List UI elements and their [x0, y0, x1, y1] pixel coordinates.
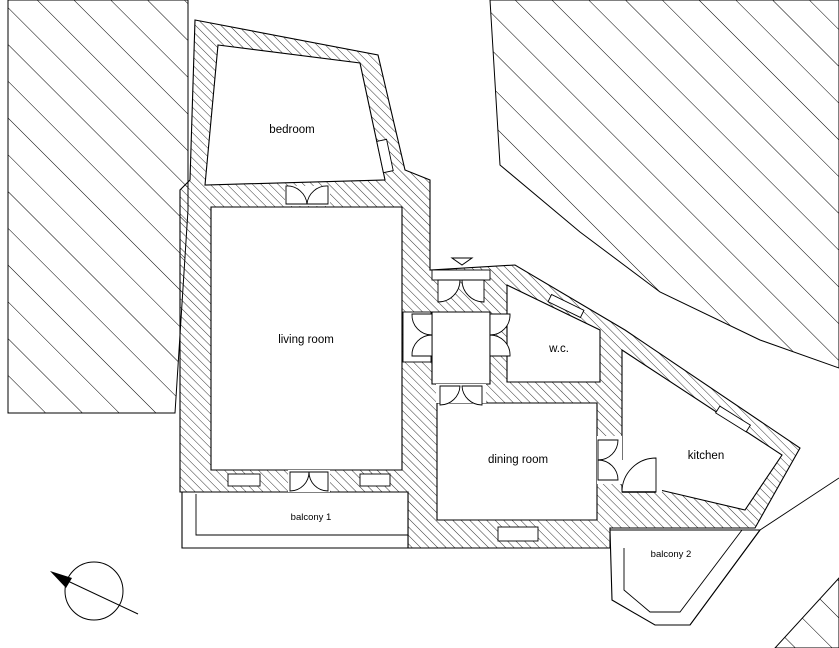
- window-living-2: [359, 473, 391, 487]
- label-dining-room: dining room: [488, 454, 548, 466]
- north-arrow-icon: [50, 561, 139, 621]
- room-dining-room: [436, 402, 598, 521]
- door-dining-kitchen: [597, 436, 622, 484]
- room-hall: [431, 311, 491, 385]
- window-bedroom: [376, 138, 394, 174]
- entrance-triangle-icon: [450, 257, 474, 266]
- door-bedroom: [285, 185, 330, 206]
- door-dining: [436, 384, 486, 406]
- window-kitchen: [714, 405, 752, 433]
- window-wc: [547, 293, 585, 319]
- door-entrance: [437, 279, 485, 303]
- label-living-room: living room: [278, 334, 334, 346]
- door-wc: [489, 313, 511, 357]
- door-kitchen-balcony: [621, 457, 662, 493]
- label-bedroom: bedroom: [269, 124, 314, 136]
- label-kitchen: kitchen: [688, 450, 724, 462]
- door-living-hall: [411, 313, 433, 357]
- label-balcony-2: balcony 2: [651, 549, 692, 560]
- label-balcony-1: balcony 1: [291, 512, 332, 523]
- door-balcony-1: [288, 470, 330, 492]
- neighbour-building-west: [7, 0, 189, 414]
- room-living-room: [210, 206, 403, 471]
- neighbour-building-east: [489, 0, 839, 369]
- neighbour-building-southeast: [774, 577, 839, 648]
- room-bedroom: [204, 44, 386, 186]
- window-living-1: [227, 473, 261, 487]
- balcony-2-railing: [623, 529, 743, 613]
- window-dining: [497, 526, 539, 542]
- balcony-1: [181, 491, 409, 549]
- label-wc: w.c.: [548, 343, 569, 355]
- balcony-2: [609, 529, 762, 626]
- site-line: [689, 477, 839, 626]
- hall-landing: [431, 269, 491, 281]
- balcony-1-railing: [195, 494, 408, 536]
